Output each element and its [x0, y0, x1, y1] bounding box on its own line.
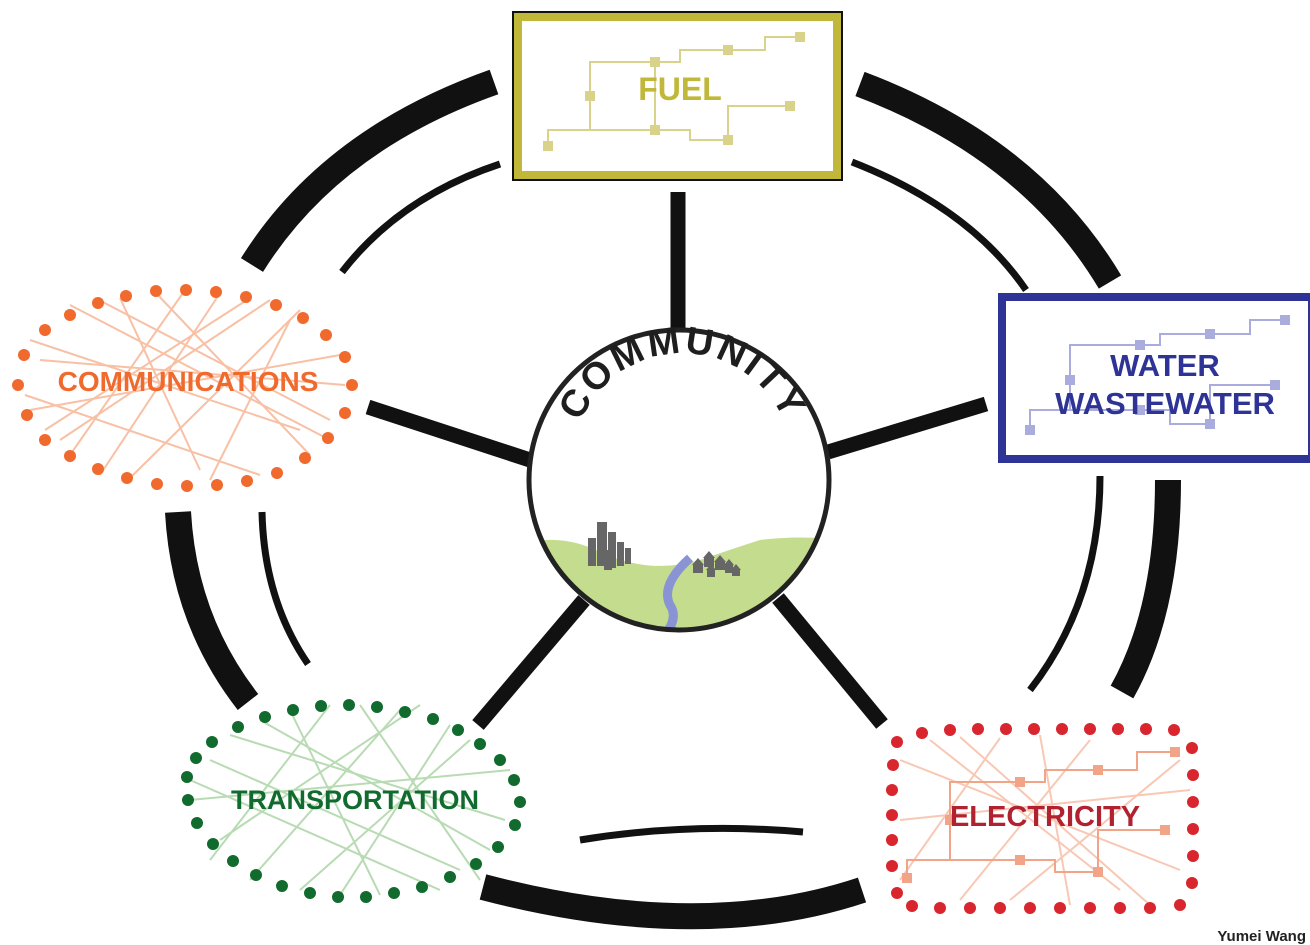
electricity-label: ELECTRICITY [950, 801, 1140, 833]
arc-transportation-communications-thin [258, 511, 311, 666]
fuel-label: FUEL [638, 71, 722, 107]
communications-label: COMMUNICATIONS [58, 366, 319, 397]
inner-ring-arcs [258, 158, 1104, 844]
city-buildings-icon [588, 522, 631, 570]
spoke-water [825, 396, 989, 460]
spoke-electricity [772, 593, 888, 729]
water-label: WATER [1110, 348, 1220, 383]
town-houses-icon [692, 551, 741, 577]
fuel-box [512, 11, 843, 181]
fuel-node[interactable]: FUEL [512, 11, 843, 181]
community-hub: COMMUNITY [526, 319, 832, 633]
arc-water-electricity-thin [1027, 475, 1104, 693]
electricity-node[interactable]: ELECTRICITY [886, 723, 1199, 914]
electricity-dot-border [886, 723, 1199, 914]
communications-dot-ring [12, 284, 358, 492]
outer-ring-arcs [165, 69, 1181, 930]
arc-electricity-transportation-thin [579, 824, 804, 844]
communications-node[interactable]: COMMUNICATIONS [12, 284, 358, 492]
water-node[interactable]: WATER WASTEWATER [998, 293, 1310, 463]
arc-water-electricity-thick [1110, 479, 1181, 699]
transportation-dot-ring [181, 699, 526, 903]
water-node-markers [1025, 315, 1290, 435]
fuel-node-markers [543, 32, 805, 151]
wastewater-label: WASTEWATER [1055, 386, 1275, 421]
communications-web-lines [24, 289, 346, 481]
author-credit: Yumei Wang [1217, 928, 1306, 945]
spoke-communications [365, 399, 533, 468]
arc-electricity-transportation-thick [479, 874, 867, 930]
arc-communications-fuel-thin [339, 160, 502, 275]
community-circle-outline [526, 327, 832, 633]
transportation-node[interactable]: TRANSPORTATION [181, 699, 526, 903]
water-box-border [998, 293, 1310, 463]
transportation-label: TRANSPORTATION [231, 785, 479, 815]
electricity-node-markers [902, 747, 1180, 883]
arc-fuel-water-thin [850, 158, 1029, 292]
arc-communications-fuel-thick [240, 69, 499, 272]
arc-transportation-communications-thick [165, 511, 259, 710]
fuel-box-border [514, 13, 841, 179]
spoke-transportation [472, 595, 590, 730]
arc-fuel-water-thick [855, 71, 1122, 289]
transportation-web-lines [189, 704, 511, 896]
spokes [365, 192, 989, 730]
